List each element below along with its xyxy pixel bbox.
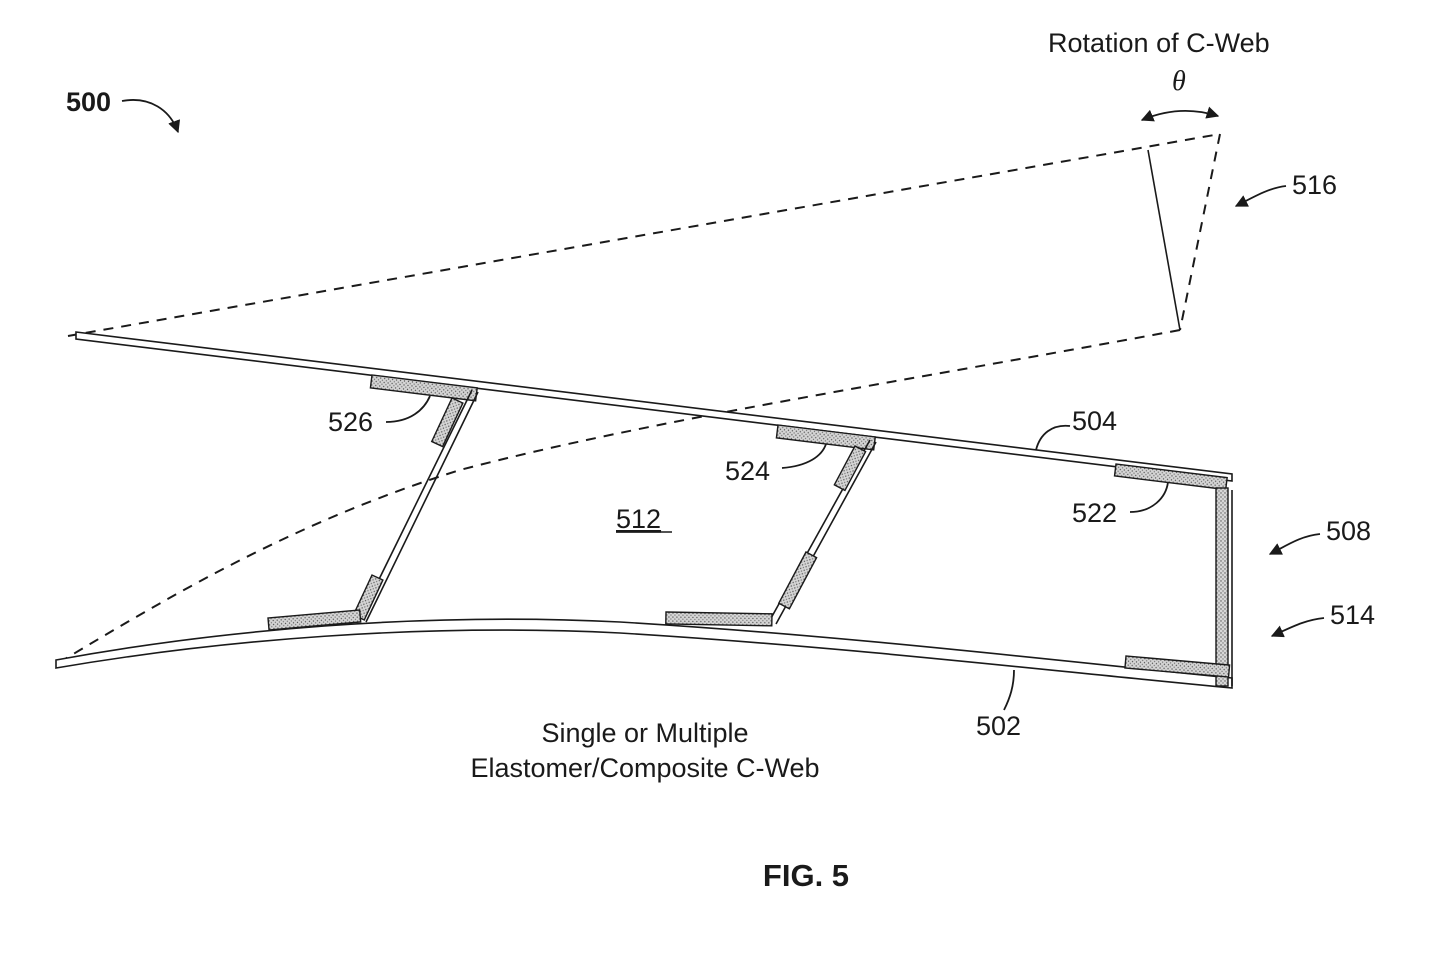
reference-number-500: 500 xyxy=(66,87,111,117)
original-web-reference-line xyxy=(1148,150,1180,330)
rotated-lower-skin-outline xyxy=(60,330,1180,662)
upper-skin xyxy=(76,332,1232,481)
arrow-514 xyxy=(1272,618,1324,636)
web-middle-lower-doubler xyxy=(779,552,817,609)
leader-502 xyxy=(1004,670,1014,710)
figure-caption: FIG. 5 xyxy=(763,858,849,893)
label-512: 512 xyxy=(616,504,661,534)
label-508: 508 xyxy=(1326,516,1371,546)
leader-524 xyxy=(782,444,826,468)
web-description-line-2: Elastomer/Composite C-Web xyxy=(470,753,819,783)
rotation-angle-arc xyxy=(1142,111,1218,120)
label-522: 522 xyxy=(1072,498,1117,528)
web-right-body xyxy=(1216,488,1228,686)
label-526: 526 xyxy=(328,407,373,437)
web-middle-lower-flange-pad xyxy=(666,612,772,626)
reference-arrow-500 xyxy=(122,100,178,132)
leader-522 xyxy=(1130,482,1168,512)
theta-symbol: θ xyxy=(1172,66,1186,97)
lower-skin xyxy=(56,619,1232,688)
web-description-line-1: Single or Multiple xyxy=(541,718,748,748)
label-502: 502 xyxy=(976,711,1021,741)
rotation-label: Rotation of C-Web xyxy=(1048,28,1270,58)
web-left-body-inner xyxy=(366,392,478,622)
arrow-516 xyxy=(1236,186,1286,206)
rotated-c-web-outline xyxy=(1180,134,1220,330)
label-524: 524 xyxy=(725,456,770,486)
leader-526 xyxy=(386,396,430,422)
leader-504 xyxy=(1036,426,1070,450)
label-504: 504 xyxy=(1072,406,1117,436)
label-516: 516 xyxy=(1292,170,1337,200)
rotated-upper-skin-outline xyxy=(68,134,1220,336)
label-514: 514 xyxy=(1330,600,1375,630)
arrow-508 xyxy=(1270,534,1320,554)
